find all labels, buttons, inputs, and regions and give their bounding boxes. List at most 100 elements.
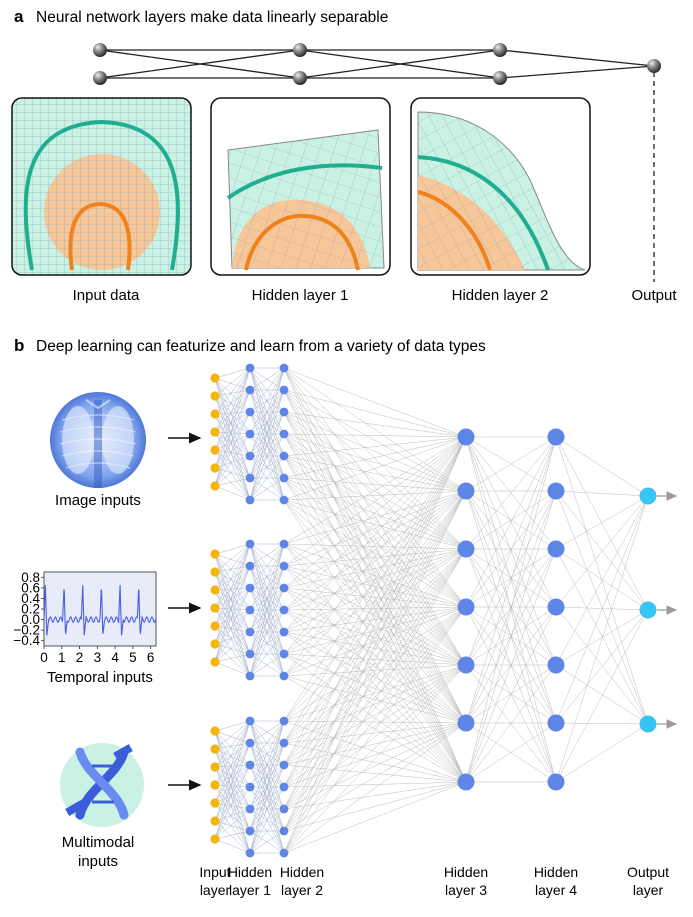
hidden-node xyxy=(245,782,255,792)
network-edge xyxy=(214,411,251,415)
network-edge xyxy=(283,565,467,783)
network-edge xyxy=(283,367,467,492)
network-edge xyxy=(214,449,251,479)
network-edge xyxy=(249,631,285,677)
input-node xyxy=(210,744,220,754)
network-edge xyxy=(283,455,467,550)
network-edge xyxy=(555,723,649,783)
network-edge xyxy=(214,587,251,663)
network-edge xyxy=(214,477,251,487)
hidden-node xyxy=(457,540,475,558)
network-edge xyxy=(555,548,649,725)
network-edge xyxy=(249,411,285,501)
network-edge xyxy=(465,606,557,783)
network-edge xyxy=(249,720,285,854)
network-edge xyxy=(283,720,467,783)
hidden-layer-2-label: Hidden layer 2 xyxy=(452,287,549,304)
network-edge xyxy=(214,411,251,487)
network-edge xyxy=(283,722,467,832)
hidden-node xyxy=(245,495,255,505)
network-edge xyxy=(283,411,467,783)
network-edge xyxy=(249,367,285,435)
hidden-node xyxy=(245,738,255,748)
network-edge xyxy=(214,764,251,786)
x-tick-label: 5 xyxy=(129,650,137,665)
hidden-node xyxy=(245,473,255,483)
y-tick-label: 0.2 xyxy=(21,602,40,617)
network-edge xyxy=(249,742,285,854)
hidden-node xyxy=(245,407,255,417)
network-edge xyxy=(283,664,467,810)
panel-a-letter: a xyxy=(14,7,24,26)
network-edge xyxy=(283,455,467,724)
network-edge xyxy=(465,722,557,783)
network-edge xyxy=(283,609,467,666)
hidden-node xyxy=(245,561,255,571)
hidden-node xyxy=(279,649,289,659)
network-edge xyxy=(249,543,285,633)
hidden-layer-2-label-1: Hidden xyxy=(280,864,324,880)
network-edge xyxy=(283,631,467,783)
network-edge xyxy=(283,664,467,832)
network-edge xyxy=(465,436,557,783)
network-edge xyxy=(283,389,467,438)
panel-b-title: Deep learning can featurize and learn fr… xyxy=(36,338,486,355)
network-edge xyxy=(283,477,467,724)
hidden-node xyxy=(245,385,255,395)
input-layer-label-2: layer xyxy=(200,882,231,898)
network-edge xyxy=(283,664,467,766)
network-edge xyxy=(214,764,251,840)
network-node xyxy=(493,71,507,85)
network-node xyxy=(647,59,661,73)
hidden-layer-2-box xyxy=(410,97,591,276)
network-edge xyxy=(214,565,251,627)
image-inputs-label: Image inputs xyxy=(55,492,141,509)
hidden-node xyxy=(457,482,475,500)
network-edge xyxy=(283,606,467,677)
network-edge xyxy=(214,742,251,786)
network-edge xyxy=(283,477,467,783)
network-edge xyxy=(283,499,467,666)
network-edge xyxy=(214,766,251,854)
network-node xyxy=(293,71,307,85)
network-edge xyxy=(555,495,649,783)
input-node xyxy=(210,427,220,437)
network-edge xyxy=(283,499,467,724)
network-edge xyxy=(214,367,251,379)
network-edge xyxy=(214,661,251,677)
network-edge xyxy=(283,548,467,589)
hidden-node xyxy=(279,627,289,637)
network-edge xyxy=(283,543,467,666)
network-edge xyxy=(555,609,649,724)
hidden-node xyxy=(457,656,475,674)
network-edge xyxy=(214,587,251,645)
network-edges xyxy=(214,367,649,854)
network-edge xyxy=(214,543,251,663)
network-edge xyxy=(283,433,467,492)
network-edge xyxy=(465,664,557,783)
network-edge xyxy=(283,565,467,608)
hidden-node xyxy=(279,407,289,417)
network-edge xyxy=(214,625,251,655)
network-edge xyxy=(249,543,285,677)
network-edge xyxy=(555,609,649,666)
network-edge xyxy=(214,764,251,804)
network-edge xyxy=(283,436,467,744)
hidden-node xyxy=(245,804,255,814)
network-edge xyxy=(249,477,285,501)
network-edge xyxy=(283,664,467,677)
network-edge xyxy=(214,389,251,451)
network-edge xyxy=(283,606,467,810)
output-arrows xyxy=(657,491,678,729)
network-edge xyxy=(214,565,251,573)
network-edge xyxy=(283,433,467,724)
network-edge xyxy=(214,411,251,451)
network-edge xyxy=(249,808,285,854)
network-edge xyxy=(555,495,649,550)
network-edge xyxy=(555,664,649,725)
network-edge xyxy=(465,436,557,724)
network-edge xyxy=(283,653,467,783)
hidden-node xyxy=(279,451,289,461)
network-edge xyxy=(465,436,557,666)
network-edge xyxy=(214,571,251,611)
